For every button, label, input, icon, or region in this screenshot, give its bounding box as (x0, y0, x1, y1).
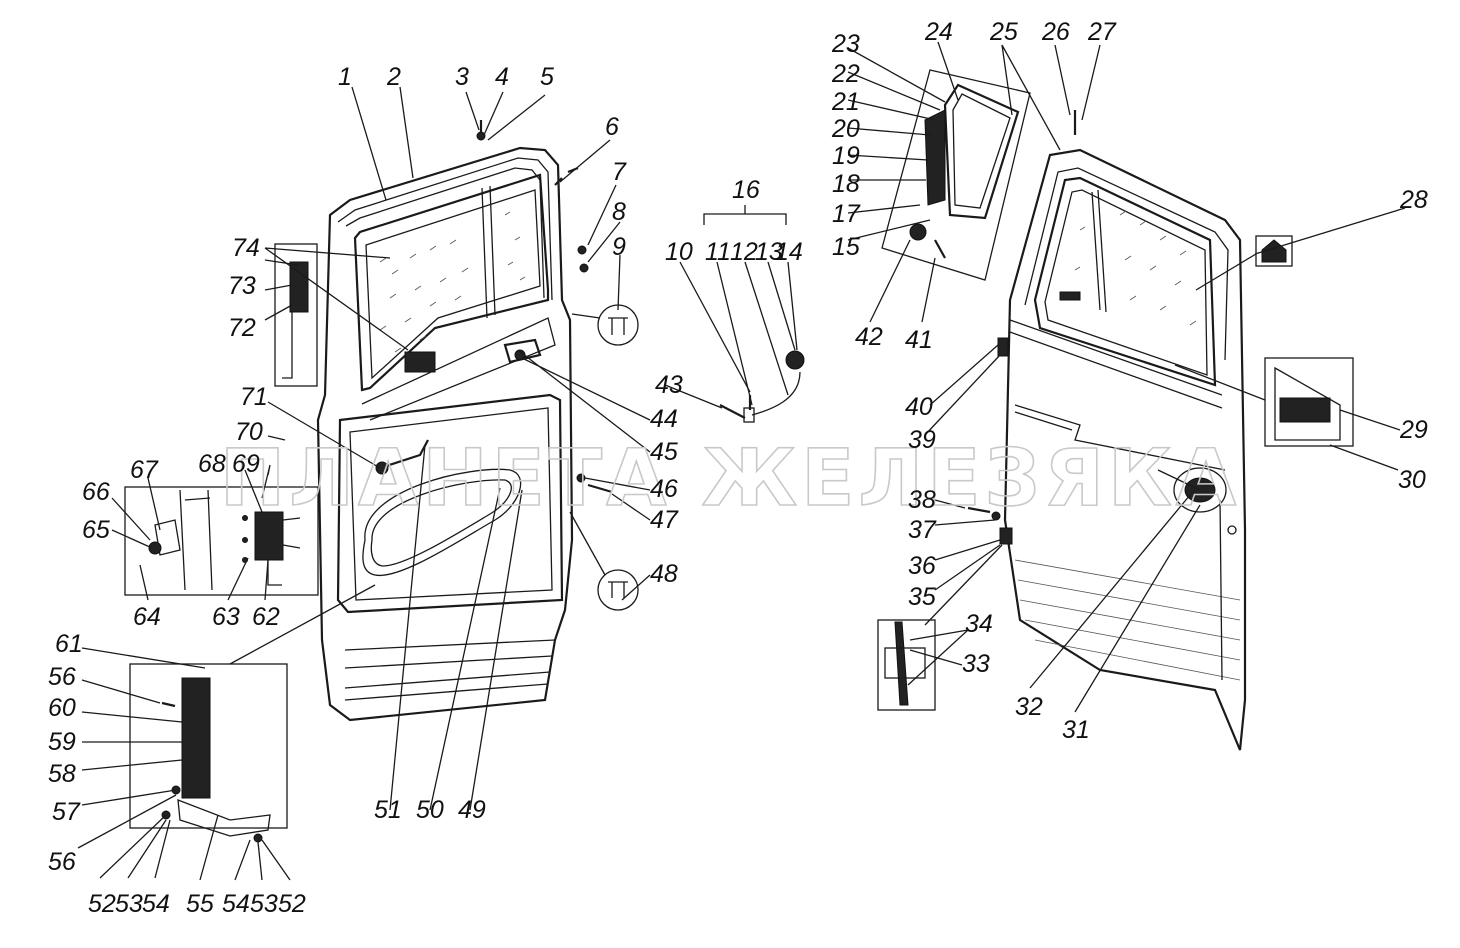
wiring-group (703, 205, 805, 423)
callout-32: 32 (1015, 693, 1043, 721)
callout-47: 47 (650, 506, 679, 534)
inset-vent-window (881, 69, 1031, 281)
callout-27: 27 (1087, 18, 1117, 46)
callout-52-repeat: 52 (278, 890, 306, 918)
callout-2: 2 (386, 63, 401, 91)
callout-62: 62 (252, 603, 280, 631)
callout-13: 13 (755, 238, 783, 266)
callout-50: 50 (416, 796, 444, 824)
callout-58: 58 (48, 760, 76, 788)
callout-64: 64 (133, 603, 161, 631)
callout-39: 39 (908, 426, 936, 454)
leader-lines (77, 41, 1406, 881)
callout-3: 3 (455, 63, 469, 91)
left-door (316, 120, 639, 722)
callout-57: 57 (52, 798, 81, 826)
callout-54: 54 (142, 890, 170, 918)
callout-61: 61 (55, 630, 83, 658)
callout-67: 67 (130, 456, 159, 484)
inset-33-34 (877, 544, 1003, 711)
callout-56: 56 (48, 663, 76, 691)
callout-59: 59 (48, 728, 76, 756)
callout-70: 70 (235, 418, 263, 446)
callout-8: 8 (612, 198, 626, 226)
callout-53-repeat: 53 (250, 890, 278, 918)
callout-25: 25 (989, 18, 1018, 46)
callout-60: 60 (48, 694, 76, 722)
callout-30: 30 (1398, 466, 1426, 494)
watermark-text: ПЛАНЕТА ЖЕЛЕЗЯКА (220, 434, 1240, 524)
callout-55: 55 (186, 890, 214, 918)
callout-42: 42 (855, 323, 883, 351)
callout-26: 26 (1041, 18, 1070, 46)
callout-labels: 1 2 3 4 5 6 7 8 9 10 11 12 13 14 15 16 1… (48, 18, 1428, 918)
inset-28 (1195, 235, 1293, 291)
callout-24: 24 (924, 18, 953, 46)
callout-72: 72 (228, 314, 256, 342)
callout-7: 7 (612, 158, 627, 186)
inset-door-seal (129, 663, 288, 843)
callout-15: 15 (832, 233, 860, 261)
callout-54-repeat: 54 (222, 890, 250, 918)
callout-52: 52 (88, 890, 116, 918)
callout-38: 38 (908, 486, 936, 514)
callout-34: 34 (965, 610, 993, 638)
callout-17: 17 (832, 200, 861, 228)
callout-1: 1 (338, 63, 352, 91)
callout-44: 44 (650, 405, 678, 433)
callout-31: 31 (1062, 716, 1090, 744)
callout-48: 48 (650, 560, 678, 588)
callout-29: 29 (1399, 416, 1428, 444)
callout-43: 43 (655, 371, 683, 399)
inset-door-lock (124, 486, 319, 596)
callout-9: 9 (612, 233, 626, 261)
inset-29-30 (1174, 357, 1354, 447)
callout-4: 4 (495, 63, 509, 91)
callout-16: 16 (732, 176, 760, 204)
callout-36: 36 (908, 552, 936, 580)
callout-46: 46 (650, 475, 678, 503)
callout-6: 6 (605, 113, 619, 141)
callout-69: 69 (232, 450, 260, 478)
callout-20: 20 (831, 115, 860, 143)
callout-71: 71 (240, 383, 268, 411)
callout-12: 12 (730, 238, 758, 266)
callout-22: 22 (831, 60, 860, 88)
callout-14: 14 (775, 238, 803, 266)
callout-19: 19 (832, 142, 860, 170)
callout-53: 53 (115, 890, 143, 918)
callout-56-repeat: 56 (48, 848, 76, 876)
callout-73: 73 (228, 272, 256, 300)
callout-35: 35 (908, 583, 936, 611)
callout-49: 49 (458, 796, 486, 824)
callout-63: 63 (212, 603, 240, 631)
callout-18: 18 (832, 170, 860, 198)
callout-74: 74 (232, 234, 260, 262)
callout-10: 10 (665, 238, 693, 266)
callout-11: 11 (705, 238, 731, 266)
callout-51: 51 (374, 796, 402, 824)
callout-5: 5 (540, 63, 554, 91)
callout-45: 45 (650, 438, 678, 466)
callout-28: 28 (1399, 186, 1428, 214)
callout-66: 66 (82, 478, 110, 506)
callout-23: 23 (831, 30, 860, 58)
callout-40: 40 (905, 393, 933, 421)
callout-41: 41 (905, 326, 933, 354)
inset-window-regulator (274, 243, 318, 387)
callout-33: 33 (962, 650, 990, 678)
callout-37: 37 (908, 516, 937, 544)
right-door (967, 110, 1247, 751)
callout-68: 68 (198, 450, 226, 478)
callout-21: 21 (831, 88, 860, 116)
callout-65: 65 (82, 516, 110, 544)
